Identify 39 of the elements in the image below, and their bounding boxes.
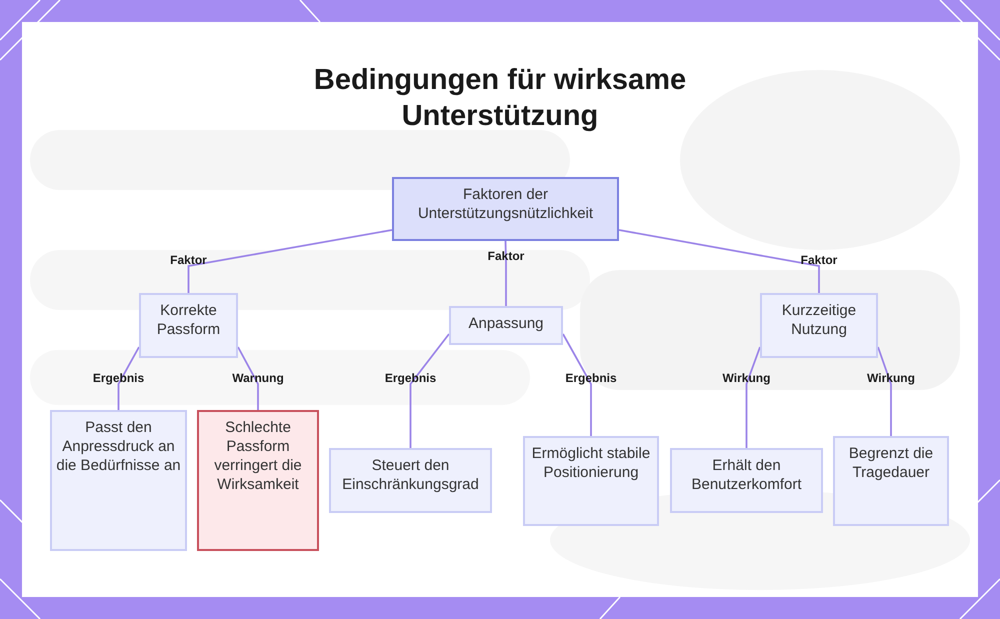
root-box bbox=[392, 177, 619, 241]
node-text: Anpassung bbox=[468, 314, 544, 333]
node-text: Begrenzt die Tragedauer bbox=[848, 444, 934, 482]
edge-label: Faktor bbox=[169, 253, 208, 267]
edge-label: Wirkung bbox=[866, 371, 916, 385]
diagram-title: Bedingungen für wirksame Unterstützung bbox=[312, 63, 688, 134]
edge-label: Wirkung bbox=[722, 371, 772, 385]
connector-line bbox=[188, 229, 392, 293]
node-text: Steuert den Einschränkungsgrad bbox=[341, 456, 480, 494]
process-box bbox=[833, 436, 949, 526]
connector-line bbox=[618, 229, 820, 293]
connector-line bbox=[118, 346, 140, 410]
process-box bbox=[760, 293, 878, 358]
node-text: Kurzzeitige Nutzung bbox=[780, 301, 858, 339]
edge-label: Ergebnis bbox=[564, 371, 618, 385]
connector-line bbox=[746, 346, 761, 448]
edge-label: Faktor bbox=[800, 253, 838, 267]
edge-label: Warnung bbox=[231, 371, 285, 385]
process-box bbox=[523, 436, 659, 526]
connector-line bbox=[410, 333, 450, 448]
connector-line bbox=[504, 240, 507, 306]
node-text: Korrekte Passform bbox=[156, 301, 222, 339]
node-text: Passt den Anpressdruck an die Bedürfnisse an bbox=[56, 418, 181, 475]
node-text: Faktoren der Unterstützungsnützlichkeit bbox=[416, 185, 594, 223]
edge-label: Ergebnis bbox=[384, 371, 438, 385]
connector-line bbox=[562, 334, 592, 436]
warning-box bbox=[197, 410, 319, 551]
edge-label: Ergebnis bbox=[92, 371, 146, 385]
process-box bbox=[329, 448, 492, 513]
node-text: Schlechte Passform verringert die Wirksamkeit bbox=[213, 418, 303, 494]
edge-label: Faktor bbox=[486, 249, 526, 263]
process-box bbox=[139, 293, 238, 358]
process-box bbox=[670, 448, 823, 513]
process-box bbox=[449, 306, 563, 345]
process-box bbox=[50, 410, 187, 551]
connector-line bbox=[877, 346, 892, 436]
connector-line bbox=[237, 346, 259, 410]
node-text: Ermöglicht stabile Positionierung bbox=[530, 444, 652, 482]
node-text: Erhält den Benutzerkomfort bbox=[690, 456, 803, 494]
